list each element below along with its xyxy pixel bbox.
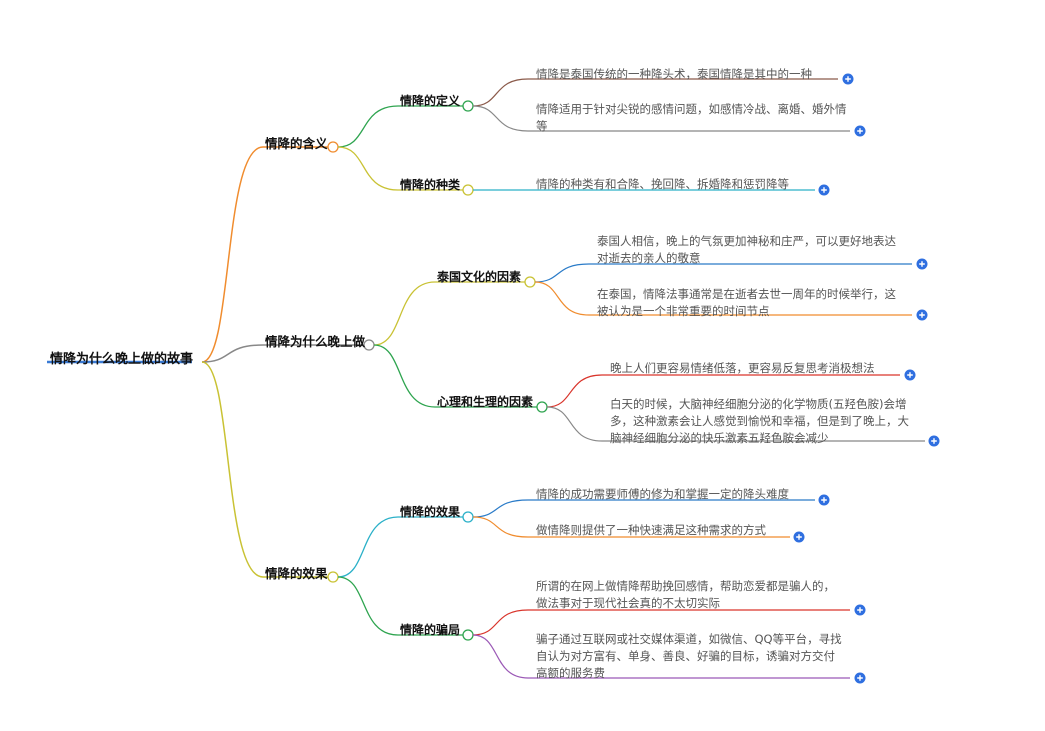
subtopic[interactable]: 情降的骗局 bbox=[400, 623, 461, 637]
root-topic[interactable]: 情降为什么晚上做的故事 bbox=[50, 352, 194, 367]
connector-line bbox=[546, 374, 603, 408]
connector-line bbox=[472, 105, 529, 132]
leaf-topic[interactable]: 骗子通过互联网或社交媒体渠道，如微信、QQ等平台，寻找自认为对方富有、单身、善良… bbox=[536, 632, 842, 680]
connector-line bbox=[472, 516, 529, 538]
expand-plus-icon[interactable] bbox=[818, 184, 830, 196]
collapse-toggle[interactable] bbox=[327, 571, 339, 583]
branch-topic[interactable]: 情降的效果 bbox=[265, 566, 328, 581]
expand-plus-icon[interactable] bbox=[793, 531, 805, 543]
branch-topic[interactable]: 情降的含义 bbox=[265, 136, 328, 151]
collapse-toggle[interactable] bbox=[524, 276, 536, 288]
collapse-toggle[interactable] bbox=[462, 629, 474, 641]
leaf-topic[interactable]: 白天的时候，大脑神经细胞分泌的化学物质(五羟色胺)会增多，这种激素会让人感觉到愉… bbox=[610, 397, 909, 445]
expand-plus-icon[interactable] bbox=[854, 604, 866, 616]
connector-line bbox=[472, 634, 529, 679]
connector-line bbox=[534, 263, 590, 283]
connector-line bbox=[337, 576, 399, 636]
subtopic[interactable]: 情降的定义 bbox=[400, 94, 461, 108]
leaf-topic[interactable]: 情降适用于针对尖锐的感情问题，如感情冷战、离婚、婚外情等 bbox=[536, 102, 847, 133]
expand-plus-icon[interactable] bbox=[854, 672, 866, 684]
connector-line bbox=[534, 281, 590, 316]
connector-line bbox=[201, 146, 264, 363]
expand-plus-icon[interactable] bbox=[916, 258, 928, 270]
leaf-topic[interactable]: 泰国人相信，晚上的气氛更加神秘和庄严，可以更好地表达对逝去的亲人的敬意 bbox=[597, 234, 896, 265]
subtopic[interactable]: 情降的效果 bbox=[400, 505, 461, 519]
connector-line bbox=[472, 499, 529, 518]
expand-plus-icon[interactable] bbox=[818, 494, 830, 506]
leaf-topic[interactable]: 晚上人们更容易情绪低落，更容易反复思考消极想法 bbox=[610, 361, 875, 375]
collapse-toggle[interactable] bbox=[462, 100, 474, 112]
connector-line bbox=[546, 406, 603, 442]
expand-plus-icon[interactable] bbox=[916, 309, 928, 321]
subtopic[interactable]: 心理和生理的因素 bbox=[437, 395, 534, 409]
collapse-toggle[interactable] bbox=[363, 339, 375, 351]
leaf-topic[interactable]: 情降的成功需要师傅的修为和掌握一定的降头难度 bbox=[536, 487, 789, 501]
expand-plus-icon[interactable] bbox=[854, 125, 866, 137]
connector-line bbox=[373, 344, 436, 408]
subtopic[interactable]: 泰国文化的因素 bbox=[437, 270, 522, 284]
branch-topic[interactable]: 情降为什么晚上做 bbox=[265, 334, 366, 349]
collapse-toggle[interactable] bbox=[462, 511, 474, 523]
connector-line bbox=[201, 344, 264, 363]
leaf-topic[interactable]: 所谓的在网上做情降帮助挽回感情，帮助恋爱都是骗人的，做法事对于现代社会真的不太切… bbox=[536, 579, 835, 610]
leaf-topic[interactable]: 情降的种类有和合降、挽回降、拆婚降和惩罚降等 bbox=[536, 177, 789, 191]
collapse-toggle[interactable] bbox=[327, 141, 339, 153]
leaf-topic[interactable]: 做情降则提供了一种快速满足这种需求的方式 bbox=[536, 523, 766, 537]
leaf-topic[interactable]: 在泰国，情降法事通常是在逝者去世一周年的时候举行，这被认为是一个非常重要的时间节… bbox=[597, 287, 896, 318]
leaf-topic[interactable]: 情降是泰国传统的一种降头术，泰国情降是其中的一种 bbox=[536, 67, 812, 81]
connector-line bbox=[337, 516, 399, 578]
connector-line bbox=[337, 146, 399, 191]
collapse-toggle[interactable] bbox=[536, 401, 548, 413]
expand-plus-icon[interactable] bbox=[842, 73, 854, 85]
connector-line bbox=[373, 281, 436, 346]
collapse-toggle[interactable] bbox=[462, 184, 474, 196]
connector-line bbox=[472, 78, 529, 107]
connector-line bbox=[472, 609, 529, 636]
expand-plus-icon[interactable] bbox=[904, 369, 916, 381]
subtopic[interactable]: 情降的种类 bbox=[400, 178, 461, 192]
connector-line bbox=[337, 105, 399, 148]
expand-plus-icon[interactable] bbox=[928, 435, 940, 447]
connector-line bbox=[201, 361, 264, 578]
